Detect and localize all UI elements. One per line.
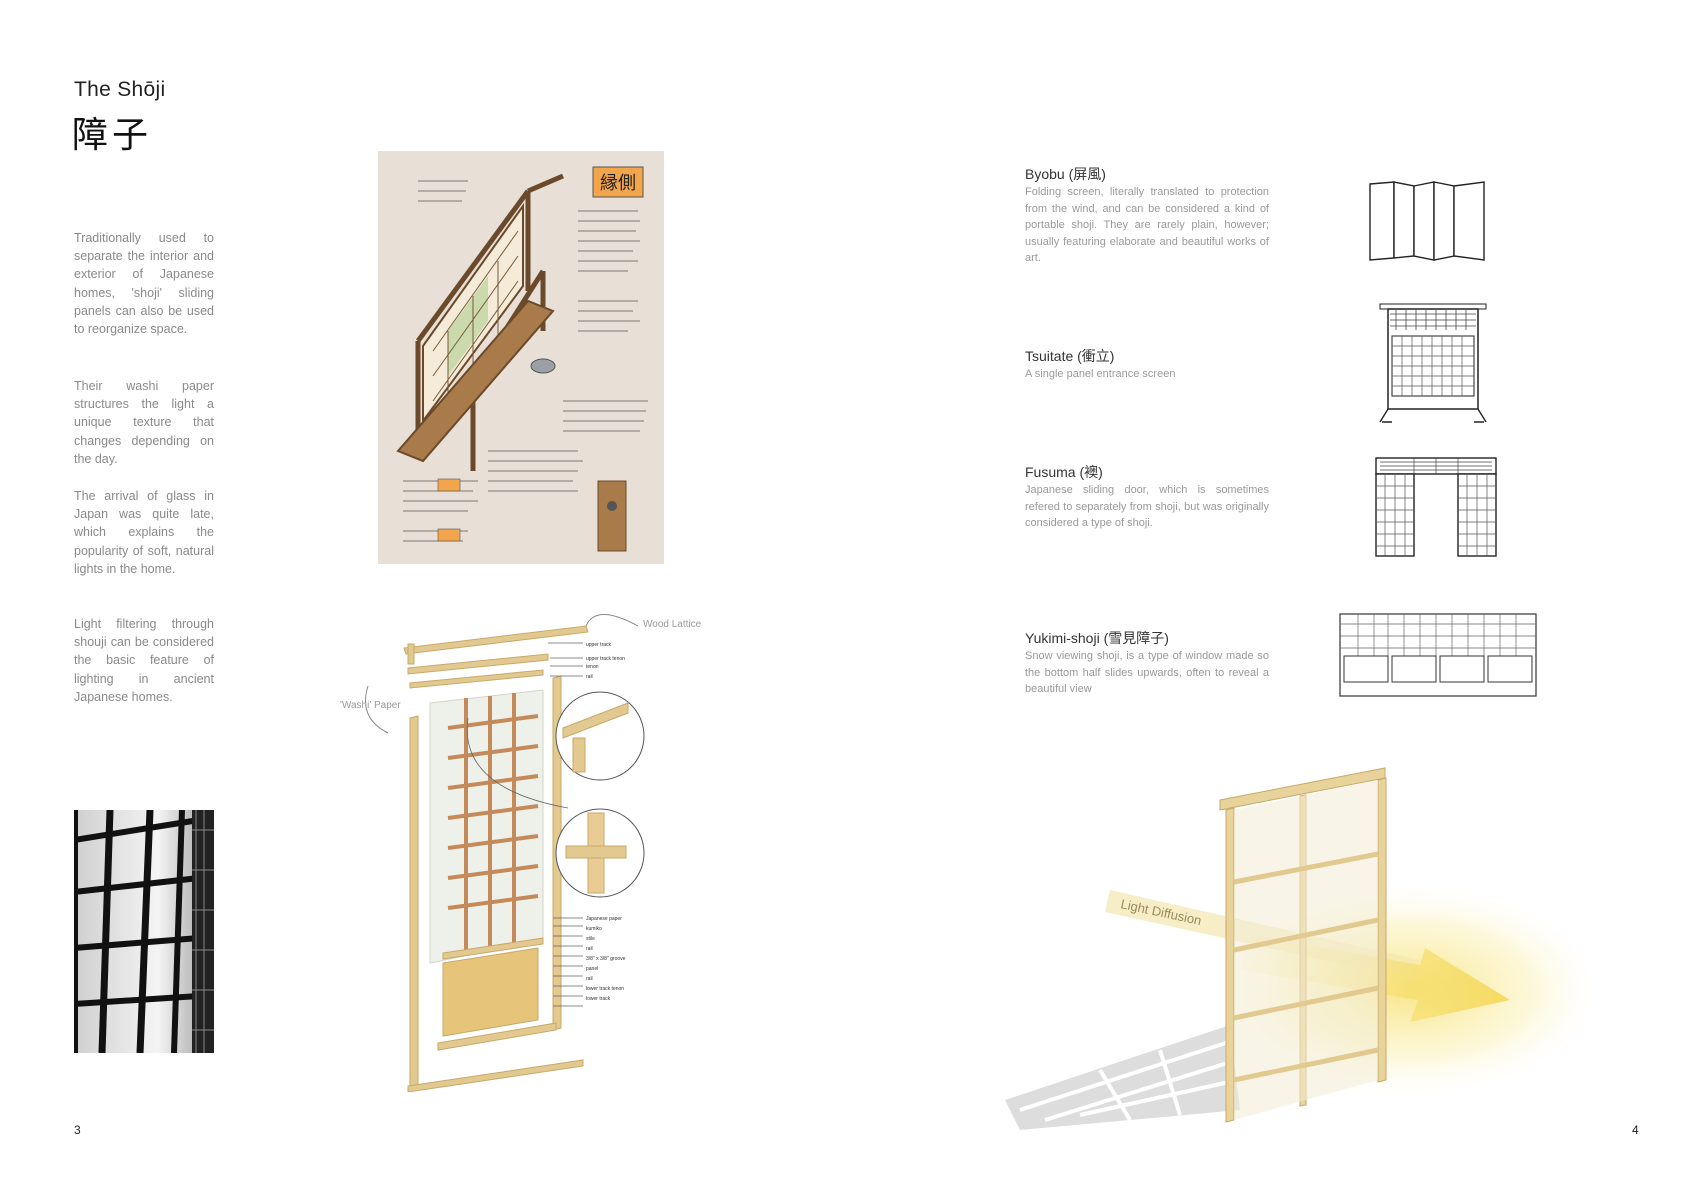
svg-text:lower track tenon: lower track tenon — [586, 986, 624, 992]
intro-paragraph-4: Light filtering through shouji can be co… — [74, 617, 214, 704]
yukimi-shoji-sketch — [1338, 612, 1538, 705]
label-washi-paper: 'Washi' Paper — [340, 700, 401, 711]
shoji-exploded-diagram: upper track upper track tenon tenon rail… — [338, 608, 718, 1093]
engawa-label: 縁側 — [600, 173, 636, 193]
svg-text:rail: rail — [586, 976, 593, 982]
svg-text:tenon: tenon — [586, 664, 599, 670]
page-title-english: The Shōji — [74, 78, 166, 101]
svg-text:panel: panel — [586, 966, 598, 972]
byobu-sketch — [1368, 180, 1488, 267]
svg-text:lower track: lower track — [586, 996, 611, 1002]
svg-text:Japanese paper: Japanese paper — [586, 916, 622, 922]
item-tsuitate: Tsuitate (衝立) A single panel entrance sc… — [1025, 346, 1269, 383]
item-title: Yukimi-shoji (雪見障子) — [1025, 630, 1169, 646]
svg-text:stile: stile — [586, 936, 595, 942]
item-description: A single panel entrance screen — [1025, 368, 1176, 380]
light-diffusion-illustration: Light Diffusion — [1000, 760, 1600, 1140]
svg-text:upper track: upper track — [586, 642, 612, 648]
intro-paragraph-1: Traditionally used to separate the inter… — [74, 231, 214, 337]
engawa-sketch-illustration: 縁側 — [378, 151, 664, 564]
svg-text:upper track tenon: upper track tenon — [586, 656, 625, 662]
item-yukimi-shoji: Yukimi-shoji (雪見障子) Snow viewing shoji, … — [1025, 628, 1269, 698]
item-title: Byobu (屏風) — [1025, 166, 1106, 182]
page-title-japanese: 障子 — [72, 115, 153, 156]
item-title: Fusuma (襖) — [1025, 464, 1103, 480]
fusuma-sketch — [1374, 456, 1498, 565]
svg-text:rail: rail — [586, 946, 593, 952]
item-byobu: Byobu (屏風) Folding screen, literally tra… — [1025, 164, 1269, 267]
shoji-shadow-photo — [70, 809, 214, 1054]
item-description: Snow viewing shoji, is a type of window … — [1025, 650, 1269, 695]
page-number-right: 4 — [1632, 1123, 1639, 1137]
label-wood-lattice: Wood Lattice — [643, 619, 702, 630]
svg-text:kumiko: kumiko — [586, 926, 602, 932]
item-title: Tsuitate (衝立) — [1025, 348, 1115, 364]
item-description: Japanese sliding door, which is sometime… — [1025, 484, 1269, 529]
page-number-left: 3 — [74, 1123, 81, 1137]
tsuitate-sketch — [1378, 302, 1488, 431]
item-fusuma: Fusuma (襖) Japanese sliding door, which … — [1025, 462, 1269, 532]
intro-paragraph-3: The arrival of glass in Japan was quite … — [74, 489, 214, 576]
intro-paragraph-2: Their washi paper structures the light a… — [74, 379, 214, 466]
svg-text:3/8" x 3/8" groove: 3/8" x 3/8" groove — [586, 956, 626, 962]
item-description: Folding screen, literally translated to … — [1025, 186, 1269, 264]
svg-text:rail: rail — [586, 674, 593, 680]
